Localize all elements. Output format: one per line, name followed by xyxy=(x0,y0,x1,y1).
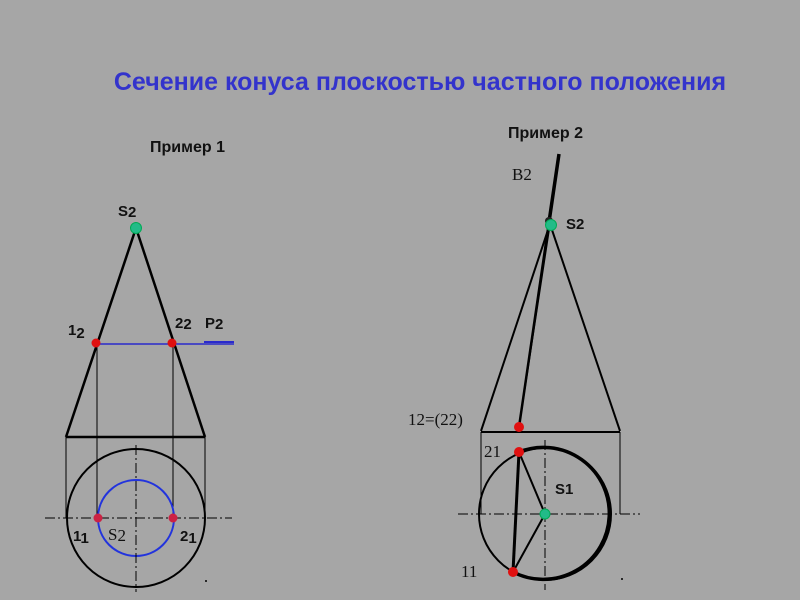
cone2-right-generator xyxy=(549,223,621,432)
example-2-heading: Пример 2 xyxy=(508,125,583,142)
point-21 xyxy=(168,513,178,523)
label-12: 12 xyxy=(68,322,85,342)
cone1-left-generator xyxy=(64,227,138,438)
cone2-inner-generator xyxy=(518,223,551,428)
label-s2: S2 xyxy=(118,203,136,221)
dot-mark-2 xyxy=(621,578,623,580)
label-22: 22 xyxy=(175,315,192,333)
label-p2: P2 xyxy=(205,315,223,333)
center-s1-point xyxy=(539,508,551,520)
example-1-heading: Пример 1 xyxy=(150,139,225,156)
label-21: 21 xyxy=(180,528,197,547)
example-2-drawing: B2 S2 12=(22) 21 S1 11 xyxy=(408,153,640,590)
label-s1: S1 xyxy=(555,481,573,498)
plane-b2-line xyxy=(547,153,561,223)
point-21-ex2 xyxy=(514,447,524,457)
point-12 xyxy=(91,338,101,348)
point-22 xyxy=(167,338,177,348)
section-arc xyxy=(512,445,612,582)
slide-title: Сечение конуса плоскостью частного полож… xyxy=(113,68,727,96)
label-b2: B2 xyxy=(512,165,532,184)
dot-mark-1 xyxy=(205,580,207,582)
section-chord xyxy=(511,451,521,573)
label-21-ex2: 21 xyxy=(484,442,501,461)
label-s2-center: S2 xyxy=(108,525,126,545)
point-12-22 xyxy=(514,422,524,432)
label-11-ex2: 11 xyxy=(461,562,477,581)
label-s2-ex2: S2 xyxy=(566,216,584,233)
label-12-22: 12=(22) xyxy=(408,410,463,429)
triangle-side-1 xyxy=(518,451,546,515)
point-11 xyxy=(93,513,103,523)
cone2-left-generator xyxy=(480,223,551,432)
example-1-drawing: S2 12 22 P2 11 S2 21 xyxy=(45,203,234,592)
triangle-side-2 xyxy=(512,513,546,573)
cone1-right-generator xyxy=(134,227,207,438)
apex2-s2-point xyxy=(545,219,557,231)
point-11-ex2 xyxy=(508,567,518,577)
label-11: 11 xyxy=(73,528,89,547)
apex-s2-point xyxy=(130,222,142,234)
